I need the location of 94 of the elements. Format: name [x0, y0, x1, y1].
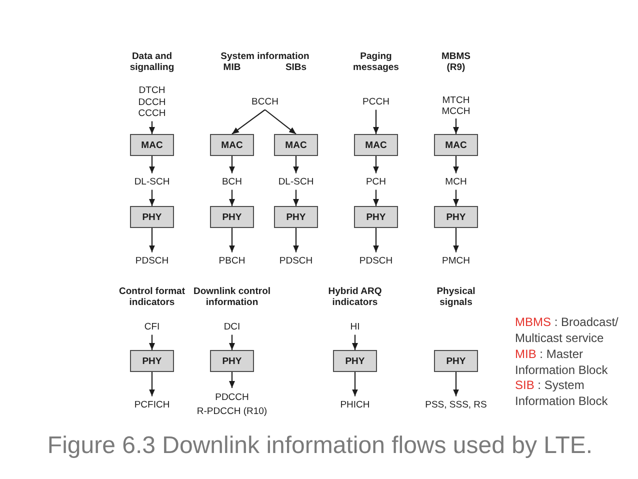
- arrow: [293, 228, 299, 252]
- arrow: [373, 190, 379, 206]
- arrow: [149, 372, 155, 396]
- channel-label: MTCH: [442, 94, 470, 106]
- column-heading: MBMS (R9): [440, 51, 472, 73]
- channel-label: DTCH: [138, 84, 166, 96]
- box-label: MAC: [221, 140, 243, 150]
- box-label: PHY: [366, 212, 386, 222]
- box-label: MAC: [285, 140, 307, 150]
- figure-caption: Figure 6.3 Downlink information flows used by LTE.: [47, 432, 593, 460]
- channel-label: DCCH: [138, 96, 166, 108]
- channel-label: MCH: [445, 176, 467, 188]
- glossary-note: SIB : System Information Block: [515, 378, 609, 410]
- channel-label: PDSCH: [135, 255, 169, 267]
- process-box: [130, 350, 174, 372]
- box-label: MAC: [141, 140, 163, 150]
- channel-label: PCH: [366, 176, 386, 188]
- channel-label: PDSCH: [359, 255, 393, 267]
- process-box: [434, 350, 478, 372]
- arrow: [453, 228, 459, 252]
- channel-label: PCFICH: [134, 399, 170, 411]
- column-heading: Data and signalling: [128, 51, 176, 73]
- arrow: [453, 156, 459, 174]
- process-box: [354, 134, 398, 156]
- channel-label: MCCH: [442, 106, 470, 116]
- channel-label: PBCH: [218, 255, 246, 267]
- arrow: [453, 372, 459, 396]
- arrow: [229, 190, 235, 206]
- column-heading: Physical signals: [436, 286, 476, 308]
- channel-label: DCI: [224, 321, 240, 333]
- box-label: PHY: [142, 212, 162, 222]
- arrow: [373, 156, 379, 174]
- column-heading: Downlink control information: [192, 286, 272, 308]
- arrow: [149, 121, 155, 134]
- channel-label: CCCH: [138, 108, 166, 120]
- channel-label: PCCH: [362, 96, 390, 108]
- process-box: [130, 206, 174, 228]
- process-box: [210, 134, 254, 156]
- arrow: [373, 110, 379, 134]
- process-box: [130, 134, 174, 156]
- arrow: [149, 156, 155, 174]
- box-label: MAC: [445, 140, 467, 150]
- process-box: [434, 206, 478, 228]
- arrow: [264, 109, 296, 134]
- arrow: [232, 109, 266, 134]
- arrow: [453, 190, 459, 206]
- arrow: [293, 190, 299, 206]
- column-heading: System information: [220, 51, 310, 62]
- process-box: [274, 134, 318, 156]
- arrow: [149, 228, 155, 252]
- arrow: [229, 334, 235, 350]
- arrow: [453, 118, 459, 134]
- channel-label: R-PDCCH (R10): [196, 405, 268, 419]
- box-label: PHY: [142, 356, 162, 366]
- arrow: [352, 334, 358, 350]
- channel-label: HI: [350, 321, 360, 333]
- channel-label: PSS, SSS, RS: [425, 399, 487, 411]
- box-label: PHY: [446, 212, 466, 222]
- column-heading: Paging messages: [352, 51, 400, 73]
- glossary-note: MIB : Master Information Block: [515, 347, 609, 379]
- channel-label: BCCH: [252, 96, 278, 108]
- column-heading: MIB: [222, 62, 242, 73]
- channel-label: PHICH: [340, 399, 370, 411]
- process-box: [354, 206, 398, 228]
- channel-label: DL-SCH: [278, 176, 314, 188]
- column-heading: Hybrid ARQ indicators: [327, 286, 383, 308]
- arrow: [149, 334, 155, 350]
- arrow: [373, 228, 379, 252]
- arrow: [229, 228, 235, 252]
- glossary-note: MBMS : Broadcast/ Multicast service: [515, 315, 620, 347]
- box-label: MAC: [365, 140, 387, 150]
- arrow: [149, 190, 155, 206]
- process-box: [274, 206, 318, 228]
- channel-label: PDSCH: [279, 255, 313, 267]
- box-label: PHY: [446, 356, 466, 366]
- arrow: [229, 372, 235, 388]
- box-label: PHY: [345, 356, 365, 366]
- channel-label: PDCCH: [215, 391, 249, 405]
- channel-label: PMCH: [442, 255, 470, 267]
- arrow: [229, 156, 235, 174]
- process-box: [333, 350, 377, 372]
- arrow: [293, 156, 299, 174]
- channel-label: BCH: [222, 176, 242, 188]
- box-label: PHY: [222, 212, 242, 222]
- column-heading: Control format indicators: [118, 286, 186, 308]
- process-box: [210, 206, 254, 228]
- channel-label: DL-SCH: [134, 176, 170, 188]
- box-label: PHY: [286, 212, 306, 222]
- arrow: [352, 372, 358, 396]
- process-box: [210, 350, 254, 372]
- column-heading: SIBs: [284, 62, 308, 73]
- box-label: PHY: [222, 356, 242, 366]
- process-box: [434, 134, 478, 156]
- channel-label: CFI: [144, 321, 160, 333]
